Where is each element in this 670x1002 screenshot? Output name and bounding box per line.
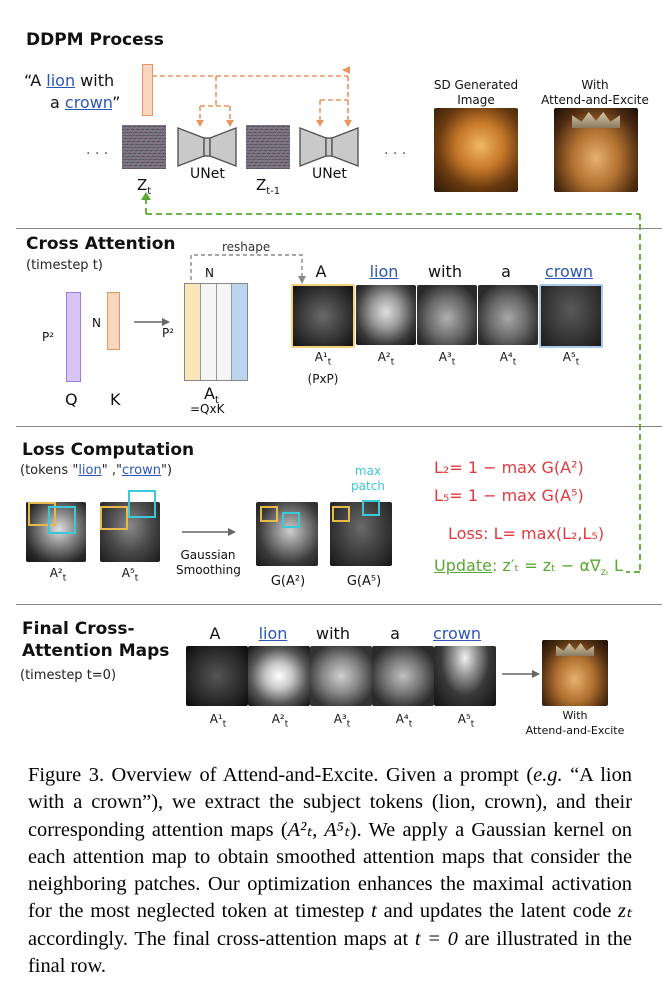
at-cols-label: N [205, 266, 214, 280]
dots-left: . . . [86, 142, 108, 158]
cross-token-4: a [475, 262, 537, 281]
latent-zt1-image [246, 125, 290, 169]
final-map-label-5: A⁵t [436, 712, 496, 729]
cross-token-2: lion [353, 262, 415, 281]
at-equation: =QxK [190, 402, 224, 416]
caption-figure-number: Figure 3. [28, 764, 104, 786]
g-label-a2: G(A²) [256, 574, 320, 589]
patch-cyan-box-2 [128, 490, 156, 518]
final-map-label-4: A⁴t [374, 712, 434, 729]
final-token-2: lion [242, 624, 304, 643]
patch-yellow-box-2 [100, 506, 128, 530]
divider-1 [16, 228, 662, 229]
loss-map-label-a2: A²t [28, 566, 88, 583]
update-equation: Update: z′ₜ = zₜ − α∇zₜ L [434, 556, 623, 578]
final-token-4: a [364, 624, 426, 643]
loss-total-equation: Loss: L= max(L₂,L₅) [448, 524, 604, 543]
loss-map-a2 [26, 502, 86, 562]
final-token-1: A [184, 624, 246, 643]
cross-map-4 [478, 285, 538, 345]
cross-token-5: crown [538, 262, 600, 281]
latent-zt1-label: Zt-1 [256, 176, 280, 197]
cross-map-2 [356, 285, 416, 345]
final-crown-icon [556, 643, 594, 656]
gaussian-arrow [180, 526, 240, 538]
cross-map-1 [291, 284, 355, 348]
loss-map-label-a5: A⁵t [100, 566, 160, 583]
dots-right: . . . [384, 142, 406, 158]
smoothed-map-a2 [256, 502, 318, 566]
divider-2 [16, 426, 662, 427]
cross-map-5 [539, 284, 603, 348]
loss-subtitle: (tokens "lion" ,"crown") [20, 463, 172, 478]
feedback-arrow-right [620, 210, 660, 580]
crown-icon [572, 112, 620, 128]
reshape-label: reshape [222, 240, 270, 254]
sd-generated-lion-image [434, 108, 518, 192]
final-lion-image [542, 640, 608, 706]
final-map-2 [248, 646, 310, 706]
final-token-3: with [302, 624, 364, 643]
unet-2-label: UNet [312, 166, 347, 182]
loss-l2-equation: L₂= 1 − max G(A²) [434, 458, 584, 477]
section-title-loss: Loss Computation [22, 440, 194, 460]
latent-zt-image [122, 125, 166, 169]
attend-excite-lion-image [554, 108, 638, 192]
smoothed-map-a5 [330, 502, 392, 566]
cross-map-3 [417, 285, 477, 345]
final-map-5 [434, 646, 496, 706]
patch-cyan-box [48, 506, 76, 534]
final-subtitle: (timestep t=0) [20, 668, 116, 683]
section-title-final: Final Cross-Attention Maps [22, 618, 169, 662]
divider-3 [16, 604, 662, 605]
cross-map-label-4: A⁴t [478, 350, 538, 367]
loss-map-a5 [100, 502, 160, 562]
final-map-3 [310, 646, 372, 706]
final-map-label-1: A¹t [188, 712, 248, 729]
pxp-label: (PxP) [293, 372, 353, 386]
cross-map-label-5: A⁵t [541, 350, 601, 367]
final-map-label-3: A³t [312, 712, 372, 729]
cross-token-1: A [290, 262, 352, 281]
cross-map-label-3: A³t [417, 350, 477, 367]
final-map-4 [372, 646, 434, 706]
cross-token-3: with [414, 262, 476, 281]
latent-zt-label: Zt [137, 176, 151, 197]
loss-l5-equation: L₅= 1 − max G(A⁵) [434, 486, 584, 505]
final-arrow [500, 668, 544, 680]
final-map-label-2: A²t [250, 712, 310, 729]
at-rows-label: P² [162, 326, 174, 340]
cross-map-label-2: A²t [356, 350, 416, 367]
final-token-5: crown [426, 624, 488, 643]
attention-matrix [184, 283, 248, 381]
cross-map-label-1: A¹t [293, 350, 353, 367]
figure-caption: Figure 3. Overview of Attend-and-Excite.… [28, 762, 632, 980]
unet-1-label: UNet [190, 166, 225, 182]
final-map-1 [186, 646, 248, 706]
g-label-a5: G(A⁵) [332, 574, 396, 589]
